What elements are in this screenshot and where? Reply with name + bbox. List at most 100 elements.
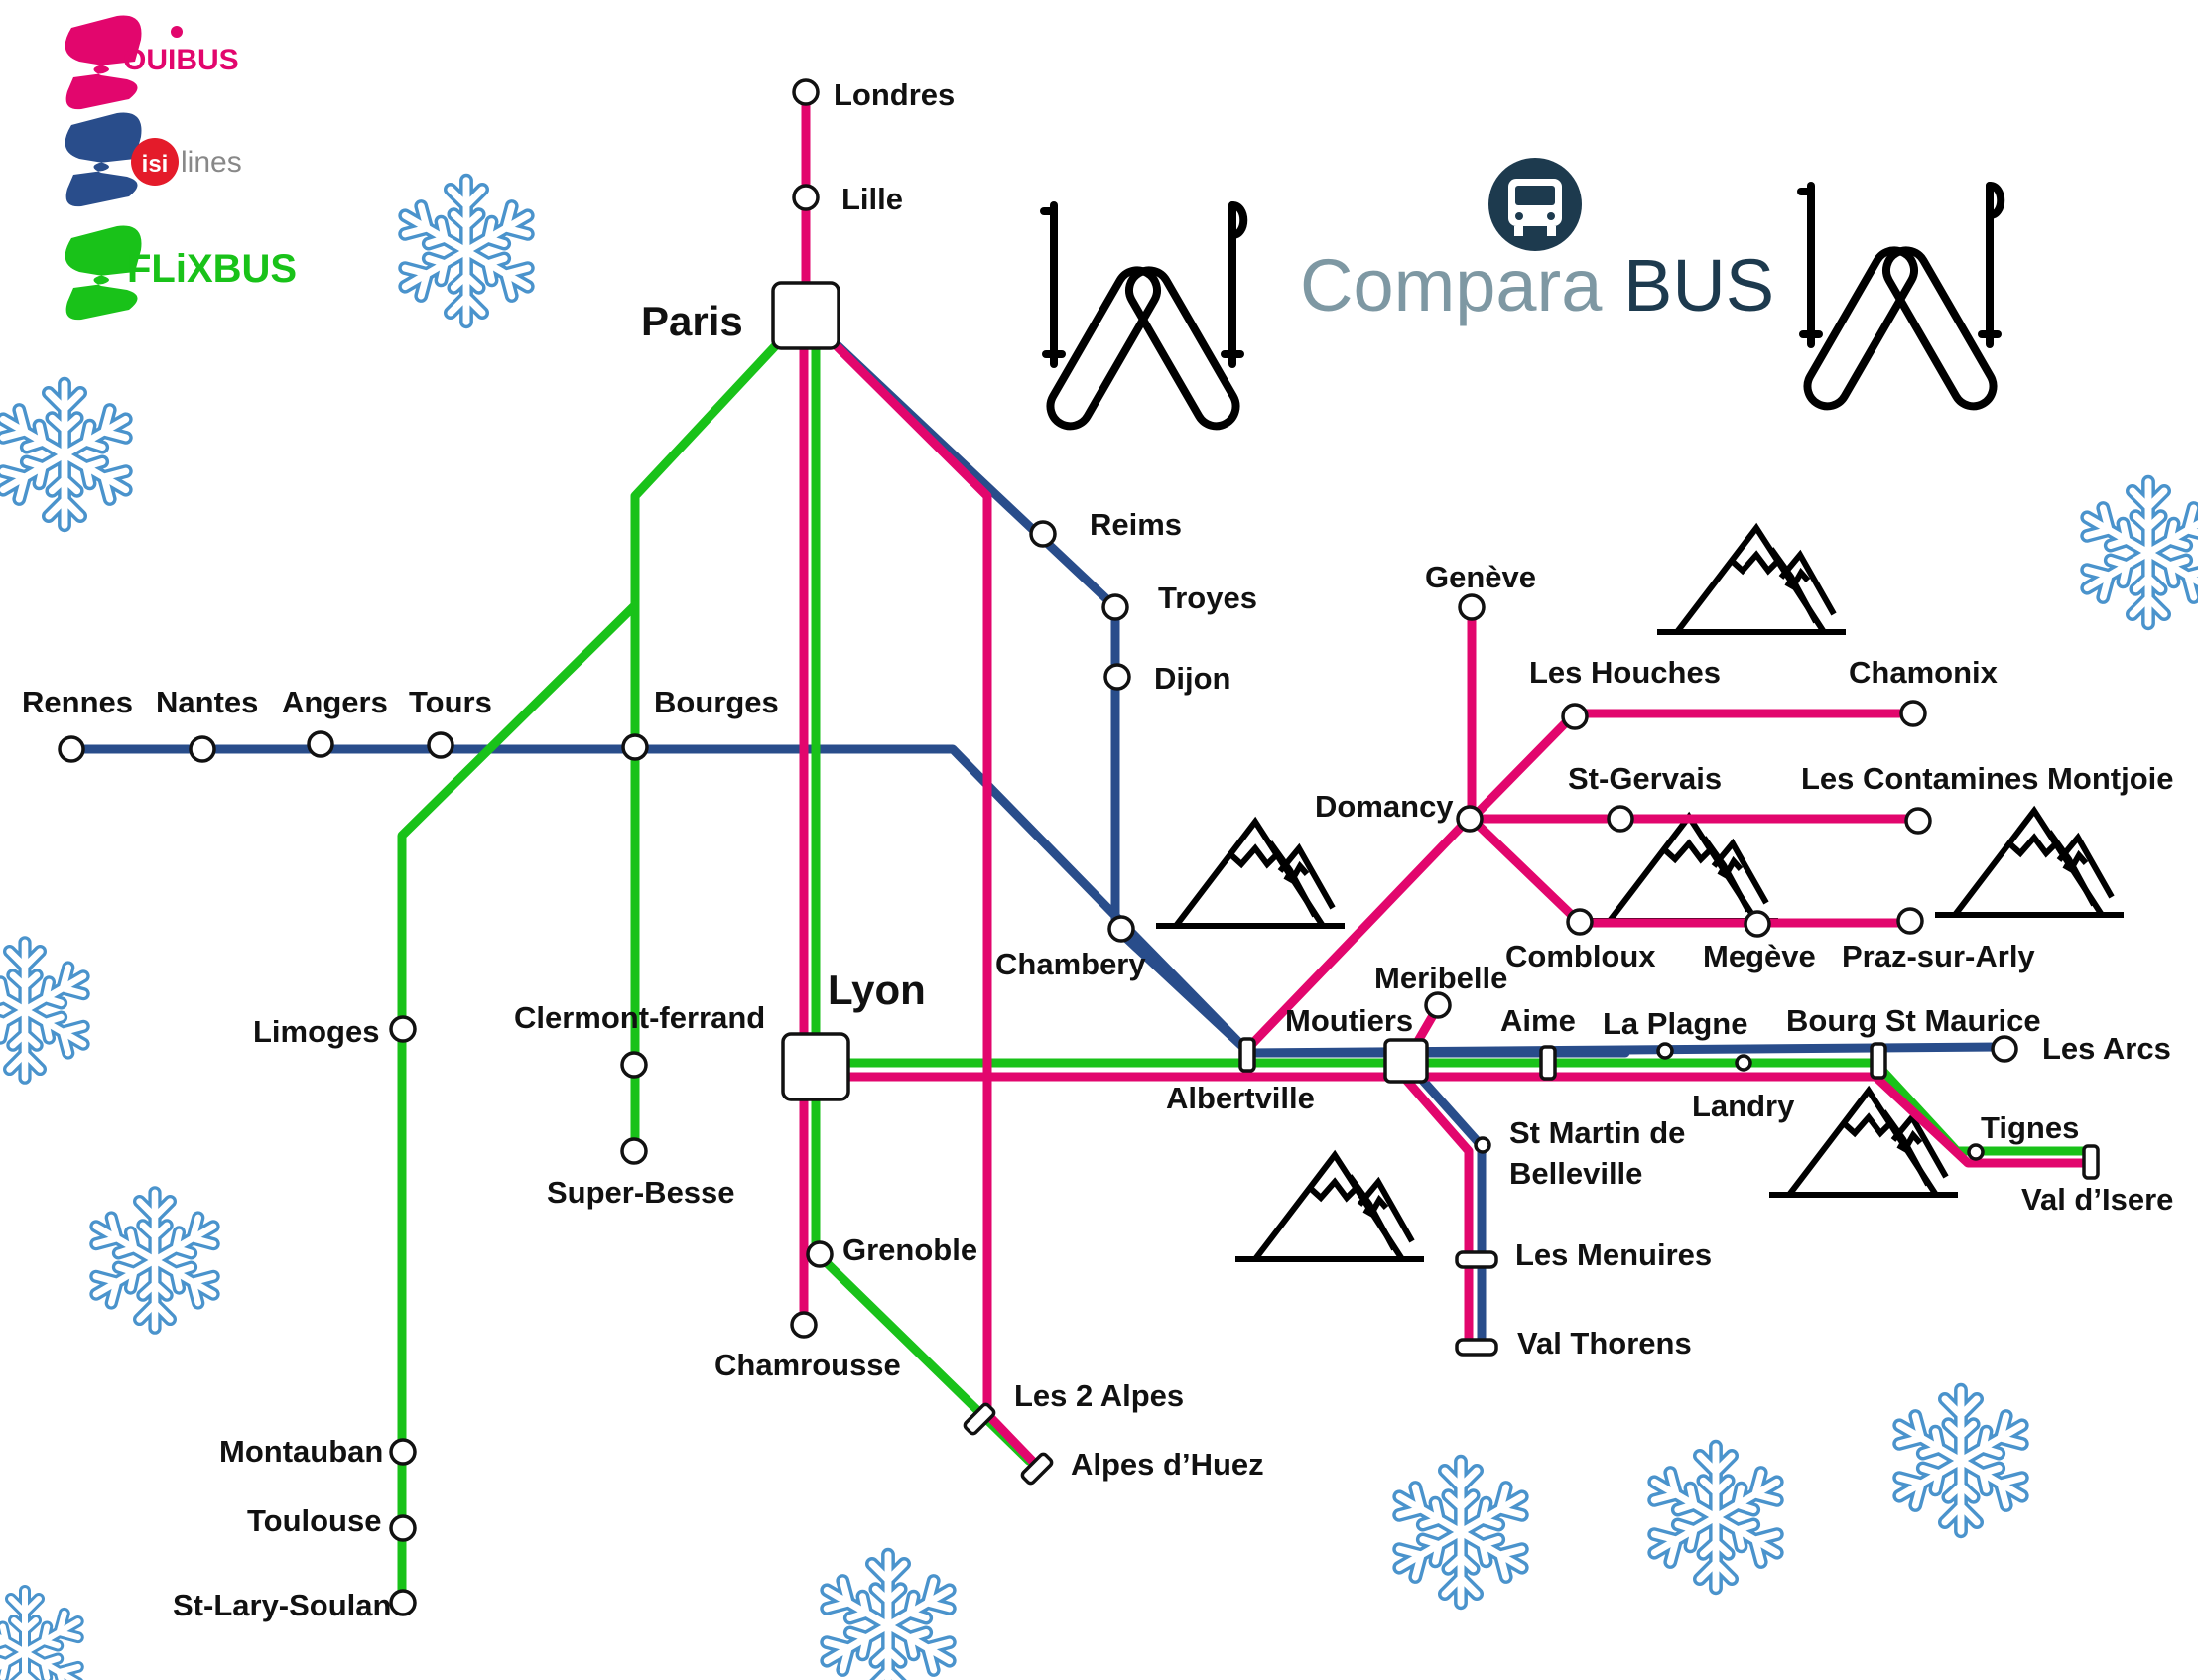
station-label-chamonix[interactable]: Chamonix xyxy=(1849,655,1999,690)
station-marker[interactable] xyxy=(58,735,85,763)
station-label-bourges[interactable]: Bourges xyxy=(654,685,779,719)
snowflake-icon xyxy=(397,181,536,323)
station-marker[interactable] xyxy=(1238,1037,1256,1073)
station-label-landry[interactable]: Landry xyxy=(1692,1089,1795,1123)
station-marker[interactable] xyxy=(1456,805,1484,833)
station-label-tours[interactable]: Tours xyxy=(409,685,492,719)
snowflake-icon xyxy=(88,1193,221,1328)
station-marker[interactable] xyxy=(620,1137,648,1165)
station-label-lyon[interactable]: Lyon xyxy=(828,967,926,1013)
station-label-les-menuires[interactable]: Les Menuires xyxy=(1515,1237,1712,1272)
station-marker[interactable] xyxy=(1904,807,1932,835)
station-label-toulouse[interactable]: Toulouse xyxy=(247,1503,381,1538)
station-marker[interactable] xyxy=(790,1311,818,1339)
station-label-limoges[interactable]: Limoges xyxy=(253,1014,379,1049)
hub-marker-paris[interactable] xyxy=(771,281,840,350)
station-label-les-houches[interactable]: Les Houches xyxy=(1529,655,1721,690)
station-marker[interactable] xyxy=(620,1051,648,1079)
station-label-megeve[interactable]: Megève xyxy=(1703,939,1816,973)
station-label-geneve[interactable]: Genève xyxy=(1425,560,1536,594)
mountain-icon xyxy=(1769,1091,1958,1195)
station-marker[interactable] xyxy=(621,733,649,761)
station-label-chamrousse[interactable]: Chamrousse xyxy=(714,1348,901,1382)
station-marker[interactable] xyxy=(963,1402,996,1436)
station-marker[interactable] xyxy=(389,1589,417,1616)
station-marker[interactable] xyxy=(792,184,820,211)
station-label-bourg-st-maurice[interactable]: Bourg St Maurice xyxy=(1786,1003,2041,1038)
station-label-chambery[interactable]: Chambery xyxy=(995,947,1146,981)
station-marker[interactable] xyxy=(1424,991,1452,1019)
station-label-londres[interactable]: Londres xyxy=(834,77,955,112)
station-label-la-plagne[interactable]: La Plagne xyxy=(1603,1006,1747,1041)
station-label-meribelle[interactable]: Meribelle xyxy=(1374,961,1507,995)
station-label-rennes[interactable]: Rennes xyxy=(22,685,133,719)
station-marker[interactable] xyxy=(1103,663,1131,691)
snowflake-icon xyxy=(1891,1390,2030,1532)
station-marker[interactable] xyxy=(1744,910,1771,938)
station-marker[interactable] xyxy=(389,1514,417,1542)
station-marker[interactable] xyxy=(792,78,820,106)
comparabus-logo: Compara BUS xyxy=(1300,158,1774,326)
route-isilines-paris-chambery xyxy=(801,311,1254,1058)
station-label-dijon[interactable]: Dijon xyxy=(1154,661,1231,696)
hub-marker-lyon[interactable] xyxy=(781,1032,850,1101)
station-marker[interactable] xyxy=(1107,915,1135,943)
station-marker[interactable] xyxy=(1870,1042,1887,1080)
station-label-val-disere[interactable]: Val d’Isere xyxy=(2021,1182,2173,1217)
station-label-st-martin-2[interactable]: Belleville xyxy=(1509,1156,1642,1191)
flixbus-logo: FLiXBUS xyxy=(65,225,297,321)
station-label-combloux[interactable]: Combloux xyxy=(1505,939,1656,973)
station-marker[interactable] xyxy=(1967,1143,1985,1161)
station-marker[interactable] xyxy=(2082,1144,2100,1180)
station-marker[interactable] xyxy=(1561,703,1589,730)
station-label-val-thorens[interactable]: Val Thorens xyxy=(1517,1326,1692,1360)
station-marker[interactable] xyxy=(389,1015,417,1043)
station-marker[interactable] xyxy=(1455,1338,1498,1357)
station-label-grenoble[interactable]: Grenoble xyxy=(842,1232,977,1267)
hub-marker-moutiers[interactable] xyxy=(1383,1038,1429,1084)
station-label-les-arcs[interactable]: Les Arcs xyxy=(2042,1031,2171,1066)
station-marker[interactable] xyxy=(1991,1035,2018,1063)
station-label-st-martin-1[interactable]: St Martin de xyxy=(1509,1115,1685,1150)
station-label-domancy[interactable]: Domancy xyxy=(1315,789,1454,824)
station-marker[interactable] xyxy=(1455,1250,1498,1269)
station-marker[interactable] xyxy=(1474,1136,1491,1154)
station-label-lille[interactable]: Lille xyxy=(841,182,903,216)
station-marker[interactable] xyxy=(1656,1042,1674,1060)
station-marker[interactable] xyxy=(1020,1452,1054,1486)
station-label-praz-sur-arly[interactable]: Praz-sur-Arly xyxy=(1842,939,2035,973)
station-label-st-lary-soulan[interactable]: St-Lary-Soulan xyxy=(173,1588,391,1622)
station-marker[interactable] xyxy=(1899,700,1927,727)
mountain-icon xyxy=(1235,1155,1424,1259)
station-label-montauban[interactable]: Montauban xyxy=(219,1434,383,1469)
station-label-paris[interactable]: Paris xyxy=(641,298,743,344)
station-label-troyes[interactable]: Troyes xyxy=(1158,581,1257,615)
station-marker[interactable] xyxy=(427,731,454,759)
station-label-moutiers[interactable]: Moutiers xyxy=(1285,1003,1413,1038)
station-marker[interactable] xyxy=(1607,805,1634,833)
station-marker[interactable] xyxy=(1539,1045,1557,1081)
station-label-angers[interactable]: Angers xyxy=(282,685,388,719)
station-label-st-gervais[interactable]: St-Gervais xyxy=(1568,761,1722,796)
station-label-nantes[interactable]: Nantes xyxy=(156,685,258,719)
station-marker[interactable] xyxy=(1735,1054,1752,1072)
station-marker[interactable] xyxy=(1101,593,1129,621)
station-marker[interactable] xyxy=(1896,907,1924,935)
station-label-super-besse[interactable]: Super-Besse xyxy=(547,1175,735,1210)
station-marker[interactable] xyxy=(1566,908,1594,936)
station-label-tignes[interactable]: Tignes xyxy=(1981,1110,2079,1145)
station-marker[interactable] xyxy=(389,1438,417,1466)
station-label-albertville[interactable]: Albertville xyxy=(1166,1081,1315,1115)
station-marker[interactable] xyxy=(1029,520,1057,548)
station-label-les-contamines[interactable]: Les Contamines Montjoie xyxy=(1801,761,2173,796)
station-marker[interactable] xyxy=(1458,593,1486,621)
station-marker[interactable] xyxy=(307,730,334,758)
mountain-icon xyxy=(1935,811,2124,915)
station-label-clermont-ferrand[interactable]: Clermont-ferrand xyxy=(514,1000,765,1035)
station-marker[interactable] xyxy=(806,1240,834,1268)
station-marker[interactable] xyxy=(189,735,216,763)
station-label-aime[interactable]: Aime xyxy=(1500,1003,1576,1038)
station-label-alpes-dhuez[interactable]: Alpes d’Huez xyxy=(1071,1447,1264,1482)
station-label-reims[interactable]: Reims xyxy=(1090,507,1182,542)
station-label-les-2-alpes[interactable]: Les 2 Alpes xyxy=(1014,1378,1184,1413)
